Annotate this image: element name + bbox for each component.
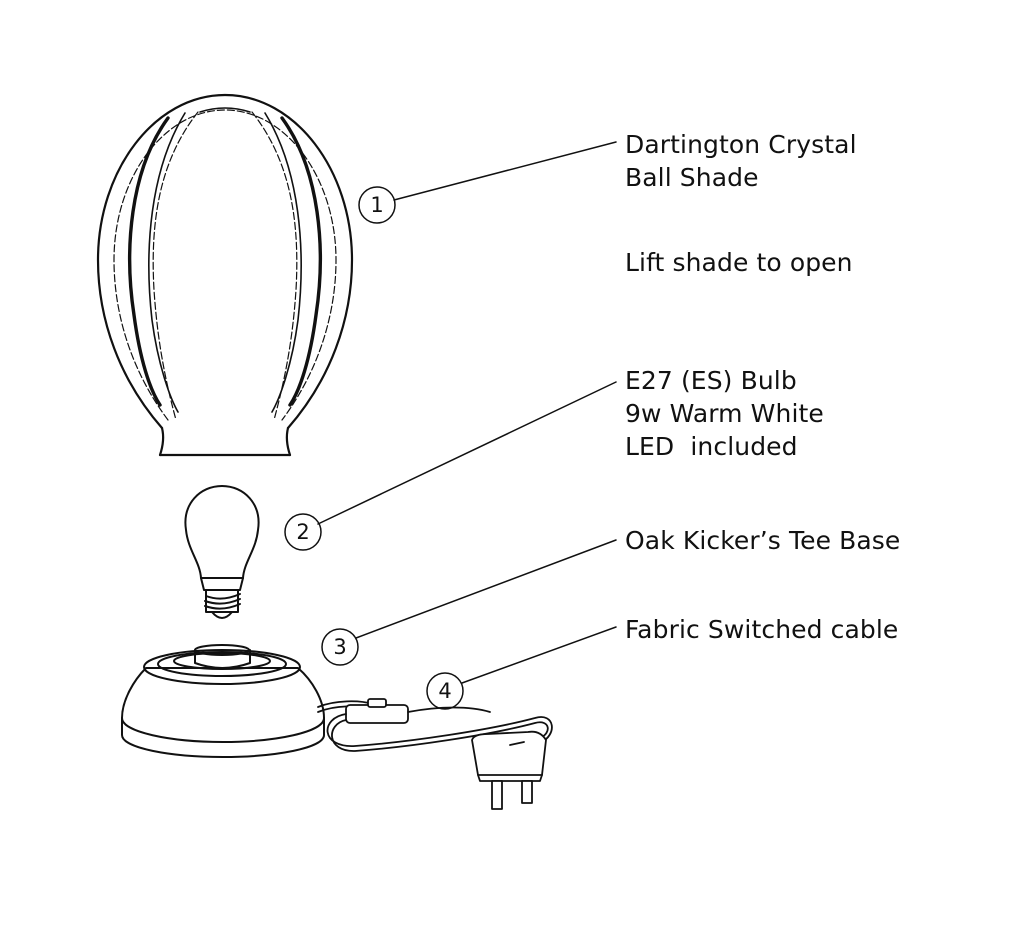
shade-label-line-2: Ball Shade xyxy=(625,163,759,192)
lift-shade-note-text: Lift shade to open xyxy=(625,248,853,277)
callout-circles xyxy=(284,186,464,710)
callout-circle-1 xyxy=(358,186,396,224)
cable-label-line-1: Fabric Switched cable xyxy=(625,615,899,644)
led-bulb xyxy=(184,485,260,619)
callout-label-shade: Dartington Crystal Ball Shade xyxy=(625,128,857,194)
shade-label-line-1: Dartington Crystal xyxy=(625,130,857,159)
callout-number-1: 1 xyxy=(370,193,383,217)
callout-label-base: Oak Kicker’s Tee Base xyxy=(625,524,900,557)
lift-shade-note: Lift shade to open xyxy=(625,246,853,279)
fabric-switched-cable xyxy=(317,698,553,810)
callout-number-3: 3 xyxy=(333,635,346,659)
callout-circle-3 xyxy=(321,628,359,666)
callout-circle-2 xyxy=(284,513,322,551)
callout-numbers: 1 2 3 4 xyxy=(296,193,451,703)
callout-label-bulb: E27 (ES) Bulb 9w Warm White LED included xyxy=(625,364,824,463)
callout-number-4: 4 xyxy=(438,679,451,703)
callout-circle-4 xyxy=(426,672,464,710)
bulb-label-line-3: LED included xyxy=(625,432,798,461)
callout-number-2: 2 xyxy=(296,520,309,544)
crystal-ball-shade xyxy=(96,93,354,457)
bulb-label-line-2: 9w Warm White xyxy=(625,399,824,428)
oak-kickers-tee-base xyxy=(121,644,325,758)
callout-label-cable: Fabric Switched cable xyxy=(625,613,898,646)
base-label-line-1: Oak Kicker’s Tee Base xyxy=(625,526,901,555)
bulb-label-line-1: E27 (ES) Bulb xyxy=(625,366,797,395)
leader-lines xyxy=(317,141,617,684)
